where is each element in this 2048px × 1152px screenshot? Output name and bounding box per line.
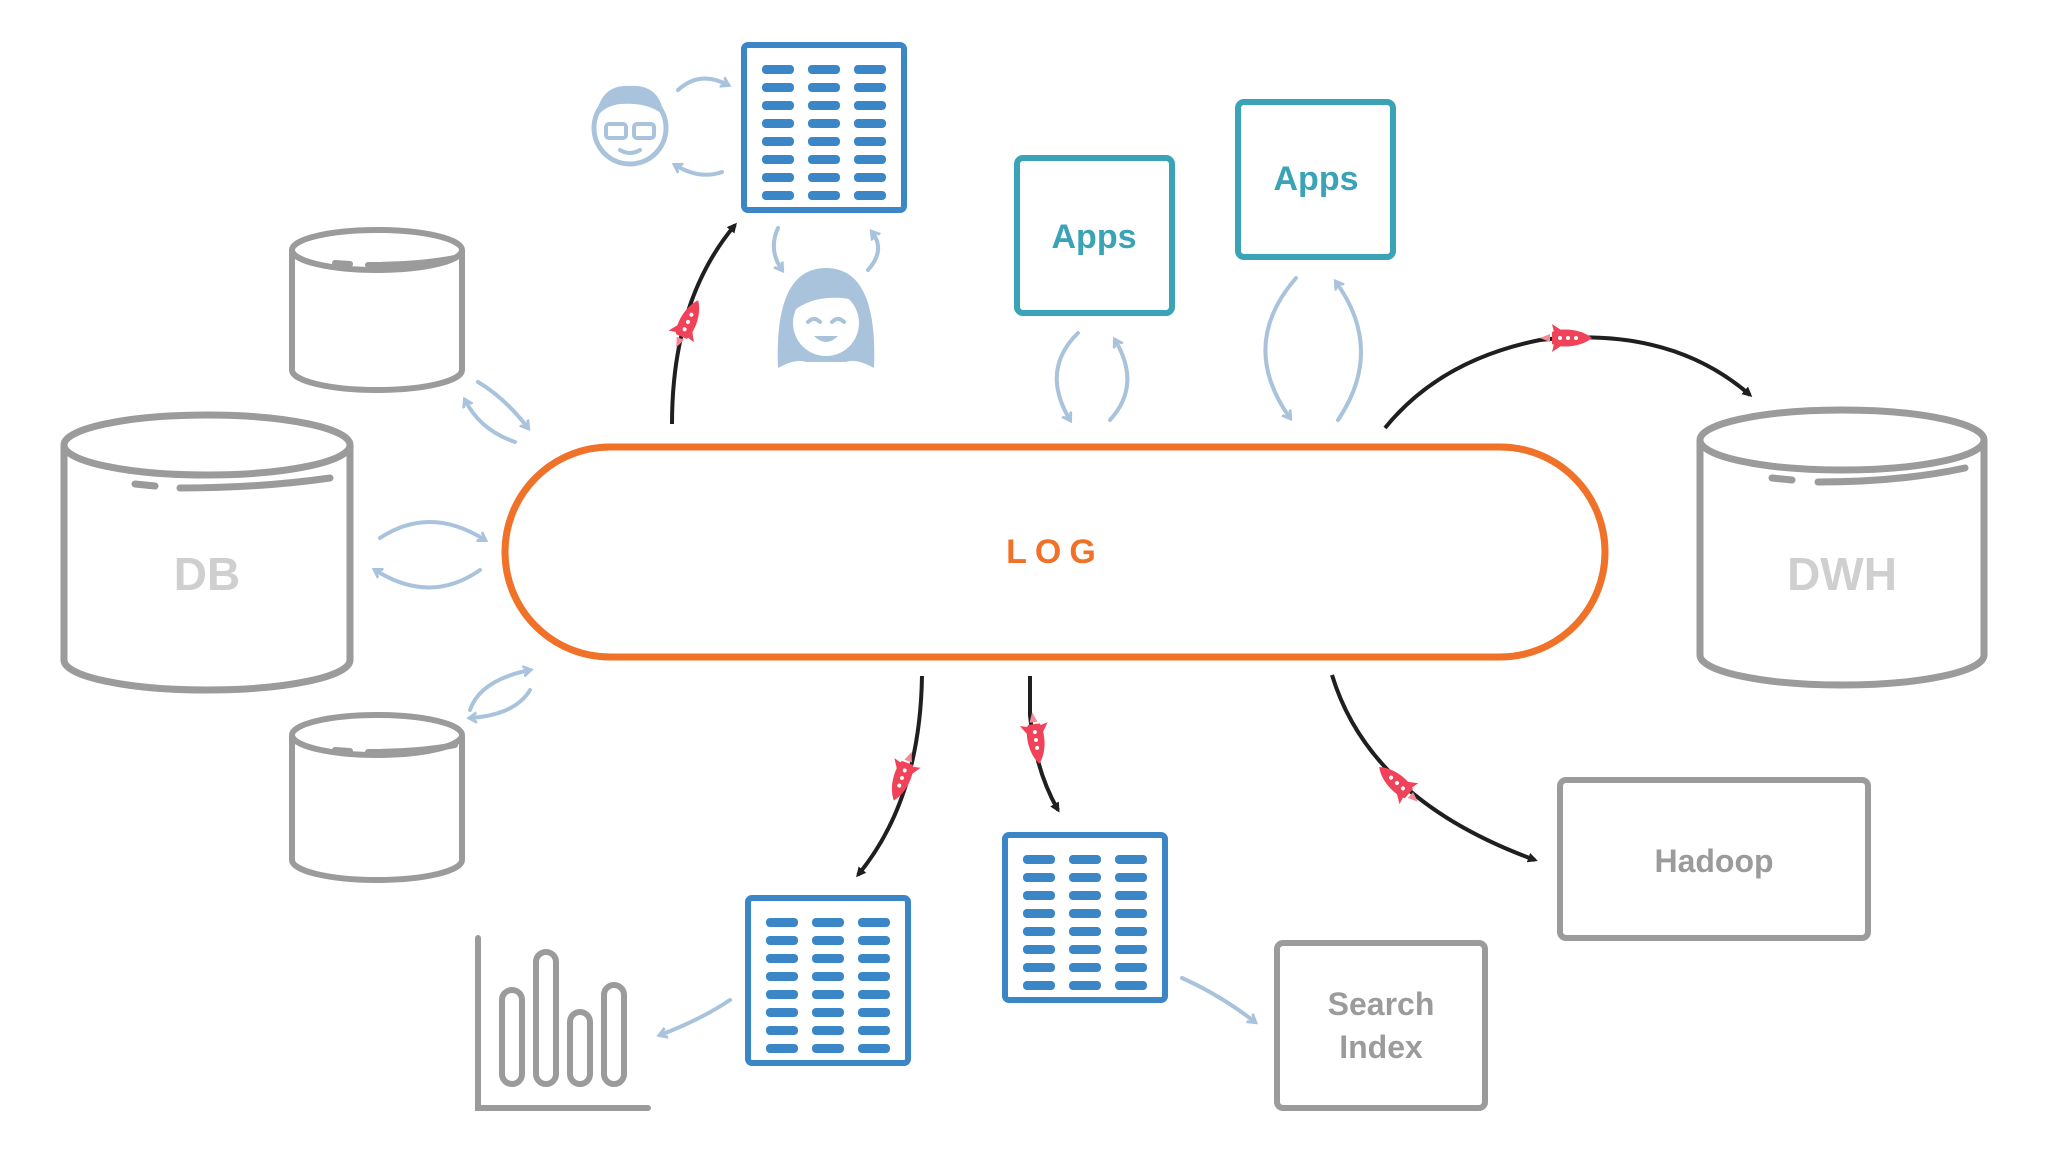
sync-arrow-icon (771, 226, 782, 270)
log-node: LOG (501, 443, 1609, 661)
db-label: DB (174, 548, 240, 600)
dwh-label: DWH (1787, 548, 1897, 600)
flow-arrow-to-table-bottom-left (856, 675, 924, 878)
sync-arrow-icon (676, 79, 728, 92)
apps-box-1: Apps (1014, 155, 1175, 316)
sync-arrow-icon (476, 380, 528, 428)
sync-arrow-icon (1336, 282, 1363, 422)
rocket-icon (1369, 756, 1428, 813)
feed-arrow-to-search-index (1180, 976, 1255, 1022)
apps-label-2: Apps (1274, 160, 1359, 198)
sync-arrow-icon (375, 570, 482, 590)
sync-arrow-icon (465, 400, 517, 444)
dwh-cylinder: DWH (1696, 406, 1988, 689)
table-bottom-left (748, 898, 908, 1063)
db-replica-top-cylinder (289, 227, 465, 393)
sync-arrow-icon (675, 165, 724, 177)
feed-arrow-to-chart (660, 998, 732, 1035)
developer-avatar-icon (591, 85, 669, 167)
rocket-icon (663, 294, 711, 354)
user-avatar-icon (777, 268, 875, 368)
sync-arrow-icon (1108, 340, 1130, 422)
search-index-label-line2: Index (1339, 1029, 1423, 1065)
apps-label-1: Apps (1052, 218, 1137, 256)
sync-arrow-icon (470, 688, 532, 718)
sync-arrow-icon (866, 232, 878, 272)
table-bottom-right (1005, 835, 1165, 1000)
search-index-box: Search Index (1274, 940, 1488, 1111)
log-label: LOG (1006, 533, 1104, 571)
table-top (744, 45, 904, 210)
hadoop-box: Hadoop (1557, 777, 1871, 941)
hadoop-label: Hadoop (1654, 843, 1773, 879)
sync-arrow-icon (468, 670, 530, 712)
apps-box-2: Apps (1235, 99, 1396, 260)
search-index-label-line1: Search (1328, 986, 1435, 1022)
bar-chart-icon (475, 935, 651, 1111)
db-replica-bottom-cylinder (289, 712, 465, 883)
sync-arrow-icon (1263, 276, 1298, 418)
sync-arrow-icon (1054, 331, 1080, 420)
rocket-icon (1018, 710, 1054, 766)
db-cylinder: DB (60, 411, 354, 694)
sync-arrow-icon (378, 520, 485, 540)
flow-arrow-to-dwh (1383, 335, 1753, 430)
rocket-icon (1540, 324, 1592, 352)
flow-arrow-to-hadoop (1330, 674, 1538, 863)
